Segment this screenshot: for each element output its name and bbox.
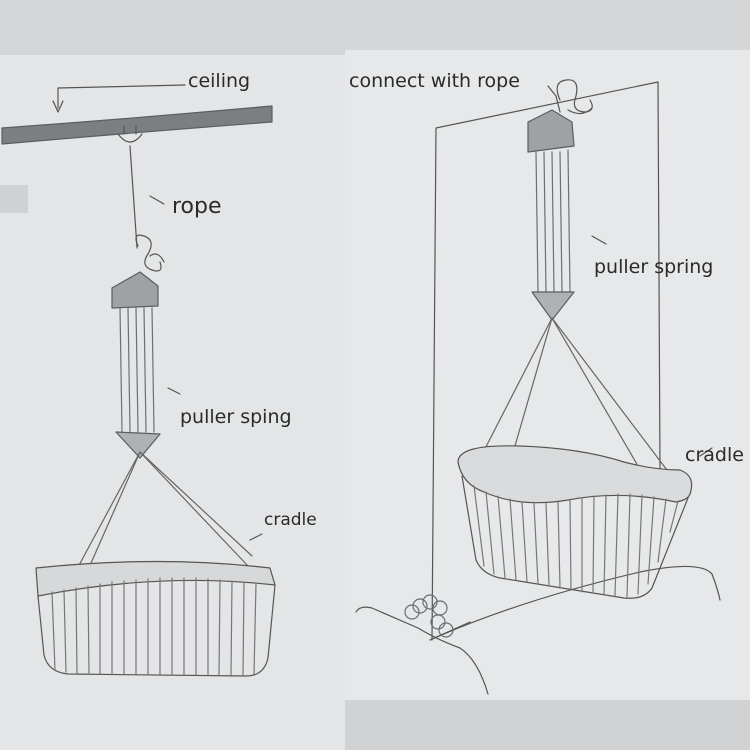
right-paper (345, 50, 750, 700)
right-spring-pointer (591, 235, 607, 245)
right-puller-bottom (531, 291, 575, 321)
puller-sping-label: puller sping (180, 406, 292, 428)
left-spring-pointer (167, 387, 181, 395)
left-puller-head (111, 271, 159, 309)
right-cradle-rim (457, 445, 693, 504)
ceiling-arrow-head (52, 100, 64, 113)
right-cradle-bars (473, 485, 679, 598)
right-puller-head (527, 109, 575, 153)
stand-foot (429, 621, 471, 641)
left-cradle-bars (51, 577, 257, 677)
ceiling-label: ceiling (188, 70, 251, 92)
left-cradle-label: cradle (264, 510, 317, 530)
connect-rope-line (547, 85, 561, 113)
left-suspension-lines (69, 451, 253, 589)
rope-pointer (149, 195, 165, 205)
ceiling-arrow (57, 84, 186, 109)
connect-with-rope-label: connect with rope (349, 70, 520, 92)
rope-coil (135, 234, 165, 272)
stand-frame (431, 81, 661, 641)
left-tab (0, 185, 28, 213)
left-cradle-pointer (249, 533, 263, 541)
right-cradle-body (461, 475, 689, 599)
ceiling-hook (117, 125, 143, 143)
left-cradle-body (37, 584, 276, 677)
right-puller-springs (535, 149, 571, 293)
right-cradle-label: cradle (685, 444, 744, 466)
rope-label: rope (172, 194, 222, 219)
stand-spring-coil (404, 594, 454, 638)
puller-spring-label: puller spring (594, 256, 714, 278)
stand-base-back (429, 565, 721, 641)
left-puller-springs (119, 307, 155, 433)
bottom-strip (345, 700, 750, 750)
rope-line (129, 145, 138, 249)
ceiling-beam (1, 105, 273, 145)
left-puller-bottom (115, 431, 161, 459)
connect-rope-coil (556, 79, 593, 115)
right-cradle-pointer (699, 447, 713, 457)
